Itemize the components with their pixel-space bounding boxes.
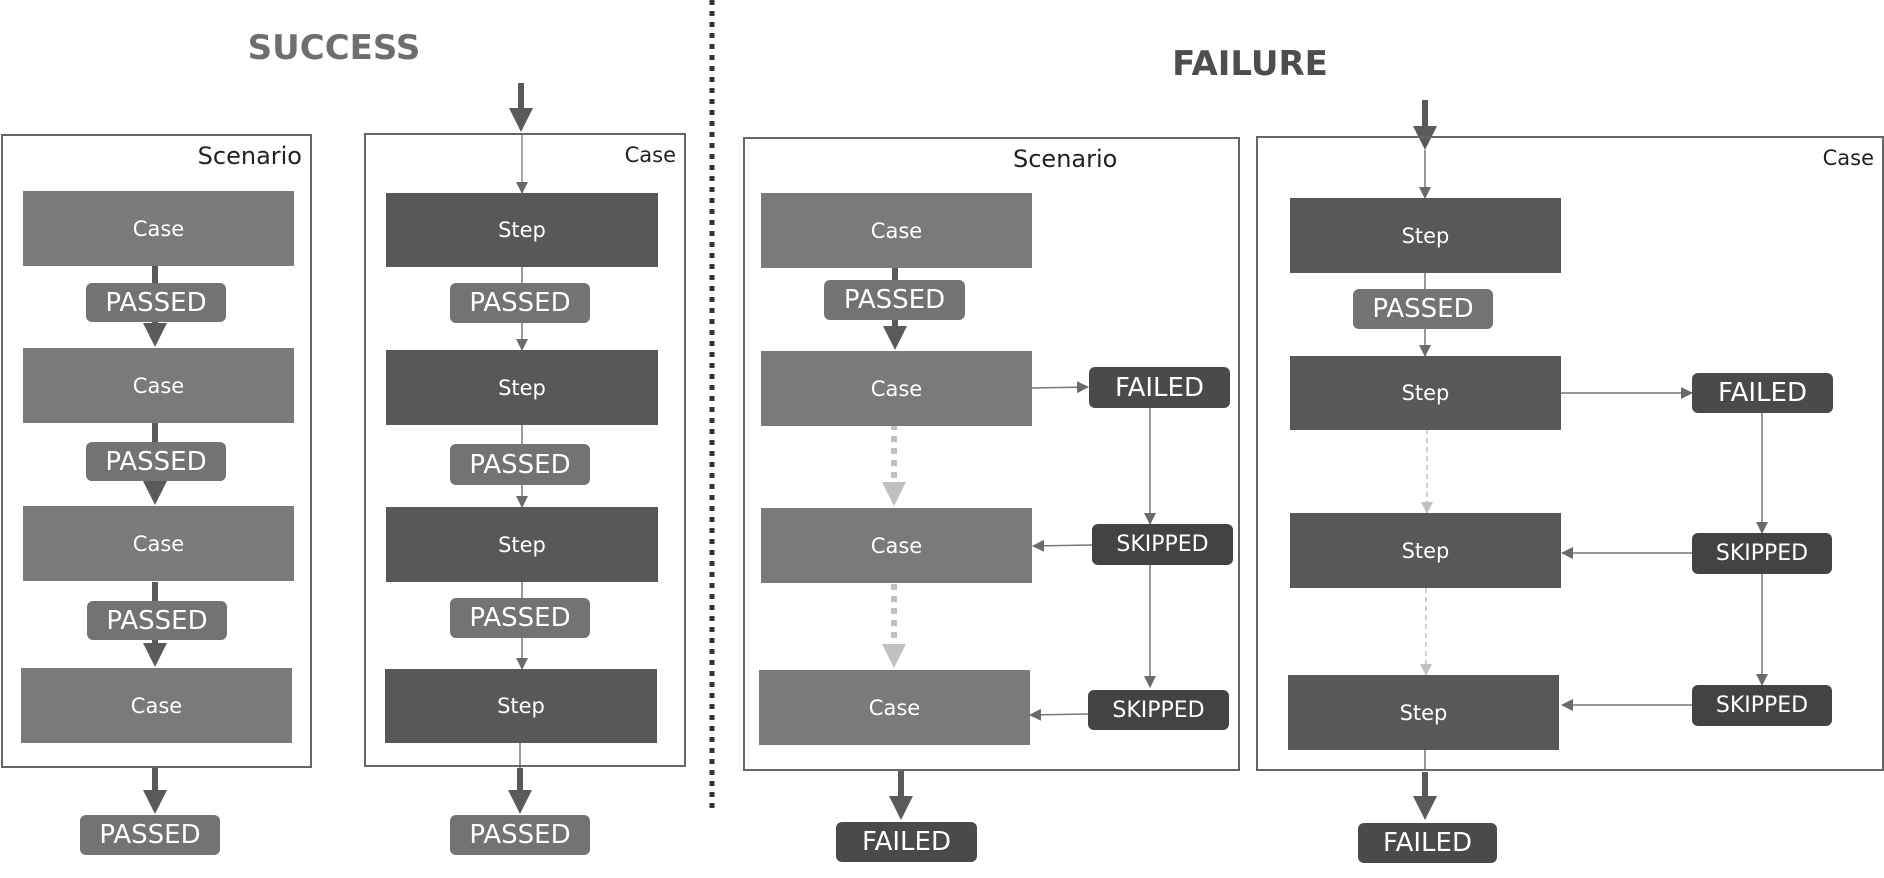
failure-scenario-skipped-badge-1: SKIPPED	[1092, 524, 1233, 565]
success-scenario-case-4[interactable]: Case	[21, 668, 292, 743]
success-case-frame: Case	[364, 133, 686, 767]
failure-case-step-3[interactable]: Step	[1290, 513, 1561, 588]
success-title: SUCCESS	[247, 28, 421, 68]
failure-case-step-4[interactable]: Step	[1288, 675, 1559, 750]
success-case-label: Case	[624, 143, 676, 167]
success-scenario-frame: Scenario	[1, 134, 312, 768]
failure-case-failed-badge: FAILED	[1692, 373, 1833, 413]
success-case-step-4[interactable]: Step	[385, 669, 657, 743]
success-case-passed-badge-3: PASSED	[450, 598, 590, 638]
success-scenario-label: Scenario	[197, 142, 302, 170]
success-scenario-passed-badge-2: PASSED	[86, 442, 226, 481]
failure-case-frame: Case	[1256, 136, 1884, 771]
success-scenario-case-1[interactable]: Case	[23, 191, 294, 266]
success-scenario-passed-badge-1: PASSED	[86, 283, 226, 322]
failure-case-outcome-badge: FAILED	[1358, 823, 1497, 863]
failure-scenario-outcome-badge: FAILED	[836, 822, 977, 862]
success-case-passed-badge-2: PASSED	[450, 444, 590, 485]
failure-scenario-frame: Scenario	[743, 137, 1240, 771]
success-case-step-1[interactable]: Step	[386, 193, 658, 267]
failure-scenario-passed-badge: PASSED	[824, 280, 965, 320]
failure-case-step-2[interactable]: Step	[1290, 356, 1561, 430]
success-case-passed-badge-1: PASSED	[450, 283, 590, 323]
success-case-step-2[interactable]: Step	[386, 350, 658, 425]
success-scenario-outcome-badge: PASSED	[80, 815, 220, 855]
failure-scenario-case-2[interactable]: Case	[761, 351, 1032, 426]
success-case-step-3[interactable]: Step	[386, 507, 658, 582]
failure-scenario-case-1[interactable]: Case	[761, 193, 1032, 268]
success-scenario-case-3[interactable]: Case	[23, 506, 294, 581]
failure-case-label: Case	[1822, 146, 1874, 170]
success-case-outcome-badge: PASSED	[450, 815, 590, 855]
success-scenario-case-2[interactable]: Case	[23, 348, 294, 423]
failure-case-step-1[interactable]: Step	[1290, 198, 1561, 273]
failure-title: FAILURE	[1172, 44, 1328, 84]
failure-case-skipped-badge-2: SKIPPED	[1692, 685, 1832, 726]
failure-scenario-case-4[interactable]: Case	[759, 670, 1030, 745]
failure-scenario-failed-badge: FAILED	[1089, 367, 1230, 408]
failure-scenario-label: Scenario	[1013, 145, 1118, 173]
failure-scenario-case-3[interactable]: Case	[761, 508, 1032, 583]
failure-case-passed-badge: PASSED	[1353, 289, 1493, 329]
failure-scenario-skipped-badge-2: SKIPPED	[1088, 690, 1229, 730]
failure-case-skipped-badge-1: SKIPPED	[1692, 533, 1832, 574]
success-scenario-passed-badge-3: PASSED	[87, 601, 227, 640]
